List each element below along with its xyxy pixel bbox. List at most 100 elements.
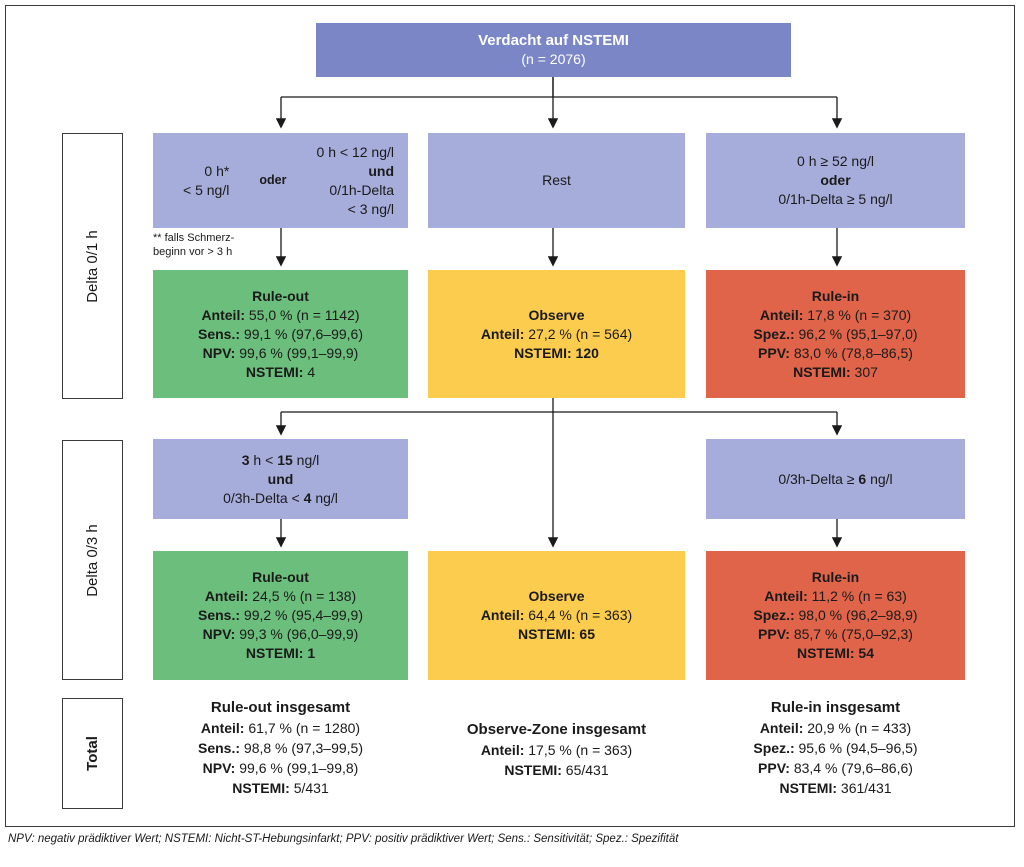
stat-value: 95,6 % (94,5–96,5)	[794, 740, 918, 756]
stat-key: NSTEMI:	[245, 363, 304, 380]
suspicion-box: Verdacht auf NSTEMI (n = 2076)	[316, 23, 791, 77]
stat-row: NSTEMI: 5/431	[153, 778, 408, 798]
abbreviation-legend: NPV: negativ prädiktiver Wert; NSTEMI: N…	[8, 833, 679, 845]
stat-row: NSTEMI: 361/431	[706, 778, 965, 798]
stat-value: 55,0 % (n = 1142)	[245, 306, 360, 323]
criteria-1h-ruleout: 0 h* < 5 ng/l oder 0 h < 12 ng/l und 0/1…	[153, 133, 408, 228]
stat-row: NSTEMI: 54	[797, 644, 874, 663]
criteria-1h-rest: Rest	[428, 133, 685, 228]
stat-title: Rule-in insgesamt	[770, 699, 901, 716]
row-label-delta-3h-text: Delta 0/3 h	[84, 523, 102, 597]
row-label-delta-1h-text: Delta 0/1 h	[84, 229, 102, 303]
criteria-bold: 15	[277, 451, 293, 468]
stat-value: 24,5 % (n = 138)	[248, 588, 357, 604]
stat-value: 96,2 % (95,1–97,0)	[794, 325, 918, 342]
stat-key: Sens.:	[198, 607, 241, 623]
stat-key: NPV:	[202, 626, 236, 642]
stat-key: Anteil:	[200, 720, 245, 736]
stat-value: 361/431	[837, 780, 892, 796]
criteria-line: 0/1h-Delta	[329, 181, 394, 198]
stat-row: NPV: 99,3 % (96,0–99,9)	[203, 625, 359, 644]
row-label-total: Total	[62, 698, 123, 809]
stat-title: Rule-in	[811, 287, 860, 304]
stat-key: NSTEMI:	[504, 762, 562, 778]
stat-row: Anteil: 11,2 % (n = 63)	[764, 587, 907, 606]
stat-key: NSTEMI:	[793, 363, 851, 380]
criteria-text: 0/3h-Delta ≥	[778, 470, 859, 487]
stat-value: 64,4 % (n = 363)	[524, 607, 633, 623]
criteria-line: 0 h ≥ 52 ng/l	[797, 153, 874, 169]
stat-key: Anteil:	[480, 325, 525, 342]
stat-value: 11,2 % (n = 63)	[807, 588, 907, 604]
pain-onset-note: ** falls Schmerz- beginn vor > 3 h	[153, 231, 234, 259]
stat-row: NSTEMI: 307	[793, 363, 878, 382]
criteria-1h-ruleout-col-b: 0 h < 12 ng/l und 0/1h-Delta < 3 ng/l	[317, 143, 394, 219]
stat-key: Spez.:	[753, 325, 795, 342]
stat-key: Anteil:	[480, 607, 525, 623]
stat-value: 98,0 % (96,2–98,9)	[794, 607, 918, 623]
stat-row: Anteil: 24,5 % (n = 138)	[205, 587, 356, 606]
stat-row: Sens.: 99,2 % (95,4–99,9)	[198, 606, 363, 625]
criteria-bold: 4	[303, 489, 312, 506]
criteria-text: 0/3h-Delta <	[223, 489, 304, 506]
stat-key: PPV:	[758, 344, 790, 361]
stat-value: 99,6 % (99,1–99,9)	[235, 344, 359, 361]
stat-row: Sens.: 99,1 % (97,6–99,6)	[198, 325, 363, 344]
criteria-1h-rulein: 0 h ≥ 52 ng/l oder 0/1h-Delta ≥ 5 ng/l	[706, 133, 965, 228]
stat-row: NSTEMI: 65/431	[428, 760, 685, 780]
criteria-und: und	[267, 470, 294, 487]
stat-title: Observe-Zone insgesamt	[466, 721, 647, 738]
stat-value: 83,0 % (78,8–86,5)	[789, 344, 913, 361]
stat-key: NSTEMI: 120	[514, 344, 599, 361]
stat-row: Anteil: 64,4 % (n = 363)	[481, 606, 632, 625]
criteria-rest-label: Rest	[542, 172, 571, 188]
stat-value: 17,8 % (n = 370)	[803, 306, 912, 323]
row-label-total-text: Total	[84, 736, 101, 771]
stat-key: NSTEMI: 65	[517, 626, 595, 642]
stat-key: Anteil:	[480, 742, 525, 758]
criteria-oder: oder	[259, 173, 287, 187]
stat-key: Sens.:	[198, 325, 241, 342]
stat-key: PPV:	[758, 760, 790, 776]
stat-row: NSTEMI: 120	[514, 344, 599, 363]
stat-value: 27,2 % (n = 564)	[524, 325, 633, 342]
criteria-line: 0/3h-Delta ≥ 6 ng/l	[778, 470, 892, 489]
stat-key: NPV:	[202, 760, 236, 776]
stat-row: PPV: 83,0 % (78,8–86,5)	[758, 344, 913, 363]
criteria-text: ng/l	[311, 489, 338, 506]
criteria-line: < 5 ng/l	[183, 181, 230, 198]
criteria-bold: 6	[858, 470, 867, 487]
stat-row: Spez.: 95,6 % (94,5–96,5)	[706, 738, 965, 758]
stat-key: NSTEMI: 1	[245, 645, 316, 661]
criteria-line: 3 h < 15 ng/l	[242, 451, 319, 470]
stat-key: Anteil:	[201, 306, 245, 323]
stat-row: NSTEMI: 4	[246, 363, 315, 382]
stat-row: PPV: 83,4 % (79,6–86,6)	[706, 758, 965, 778]
stat-value: 20,9 % (n = 433)	[803, 720, 912, 736]
stat-value: 61,7 % (n = 1280)	[244, 720, 361, 736]
stat-key: PPV:	[758, 626, 790, 642]
pain-onset-note-line: beginn vor > 3 h	[153, 246, 233, 258]
stat-value: 99,6 % (99,1–99,8)	[235, 760, 359, 776]
stat-title: Rule-out	[252, 569, 309, 585]
criteria-line: 0 h < 12 ng/l	[316, 143, 394, 160]
criteria-1h-ruleout-col-a: 0 h* < 5 ng/l	[183, 162, 229, 200]
stat-title: Observe	[528, 588, 585, 604]
stat-row: NSTEMI: 65	[518, 625, 595, 644]
criteria-bold: 3	[241, 451, 250, 468]
stat-row: Anteil: 55,0 % (n = 1142)	[201, 306, 359, 325]
stat-value: 65/431	[561, 762, 609, 778]
criteria-oder: oder	[820, 172, 851, 188]
stat-row: PPV: 85,7 % (75,0–92,3)	[758, 625, 913, 644]
figure-frame	[5, 5, 1015, 827]
stat-row: NPV: 99,6 % (99,1–99,8)	[153, 758, 408, 778]
stat-row: Anteil: 20,9 % (n = 433)	[706, 718, 965, 738]
criteria-und: und	[368, 162, 394, 179]
